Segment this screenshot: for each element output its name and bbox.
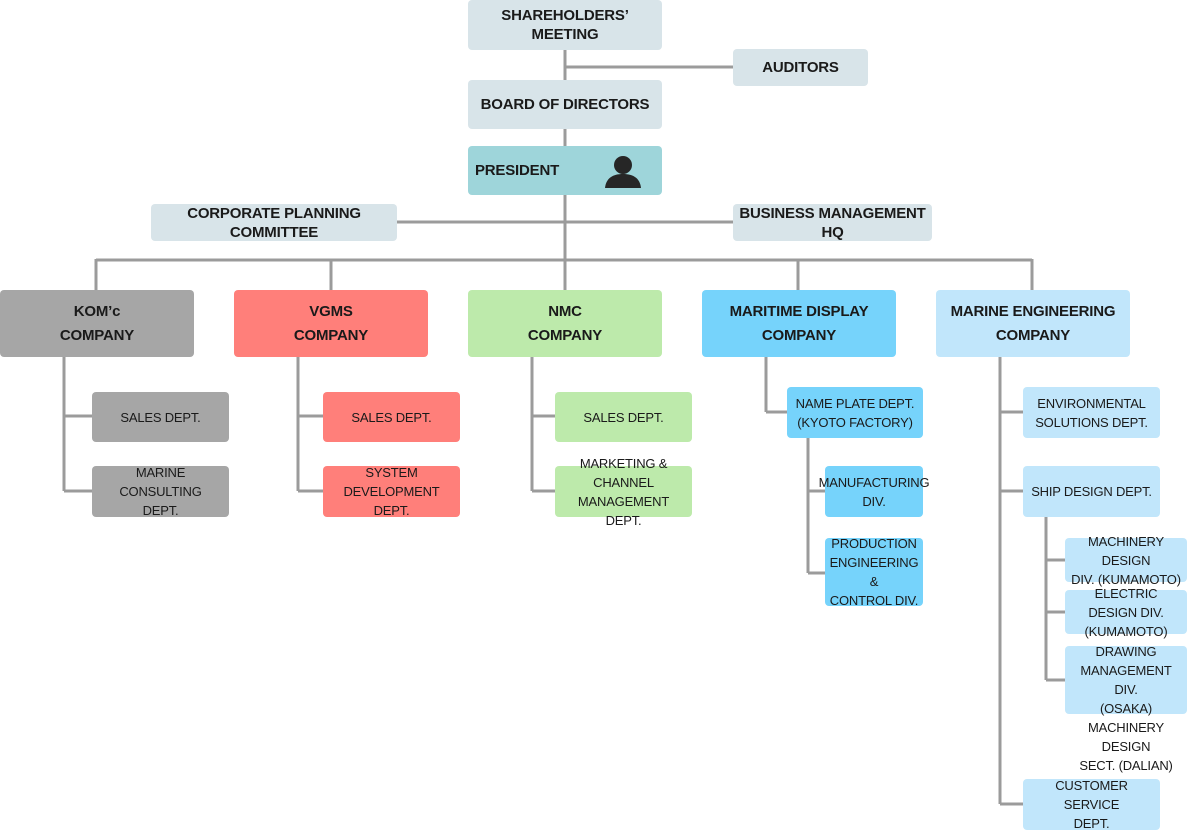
shareholders-meeting-box: SHAREHOLDERS’ MEETING (468, 0, 662, 50)
electric-design-div-box: ELECTRIC DESIGN DIV. (KUMAMOTO) (1065, 586, 1187, 639)
vgms-sales-dept-box: SALES DEPT. (323, 392, 460, 442)
machinery-design-div-box: MACHINERY DESIGN DIV. (KUMAMOTO) (1065, 534, 1187, 587)
vgms-company-box: VGMS COMPANY (234, 290, 428, 357)
name-plate-dept-box: NAME PLATE DEPT. (KYOTO FACTORY) (787, 387, 923, 438)
business-management-hq-box: BUSINESS MANAGEMENT HQ (733, 204, 932, 241)
person-silhouette-icon (605, 156, 641, 188)
environmental-solutions-dept-box: ENVIRONMENTAL SOLUTIONS DEPT. (1023, 387, 1160, 438)
ship-design-dept-box: SHIP DESIGN DEPT. (1023, 466, 1160, 517)
nmc-company-box: NMC COMPANY (468, 290, 662, 357)
production-engineering-div-box: PRODUCTION ENGINEERING & CONTROL DIV. (825, 536, 923, 608)
nmc-sales-dept-box: SALES DEPT. (555, 392, 692, 442)
customer-service-dept-box: CUSTOMER SERVICE DEPT. (1023, 778, 1160, 831)
president-box: PRESIDENT (468, 146, 662, 195)
nmc-marketing-channel-dept-box: MARKETING & CHANNEL MANAGEMENT DEPT. (555, 456, 692, 528)
corporate-planning-committee-box: CORPORATE PLANNING COMMITTEE (151, 204, 397, 241)
board-of-directors-box: BOARD OF DIRECTORS (468, 80, 662, 129)
president-label: PRESIDENT (475, 162, 560, 179)
machinery-design-sect-label: MACHINERY DESIGN SECT. (DALIAN) (1079, 719, 1173, 773)
drawing-management-div-box: DRAWING MANAGEMENT DIV. (OSAKA) (1065, 644, 1187, 716)
manufacturing-div-box: MANUFACTURING DIV. (819, 466, 930, 517)
kom-sales-dept-box: SALES DEPT. (92, 392, 229, 442)
kom-company-box: KOM’c COMPANY (0, 290, 194, 357)
vgms-system-development-dept-box: SYSTEM DEVELOPMENT DEPT. (323, 465, 460, 518)
auditors-box: AUDITORS (733, 49, 868, 86)
kom-marine-consulting-dept-box: MARINE CONSULTING DEPT. (92, 465, 229, 518)
marine-engineering-company-box: MARINE ENGINEERING COMPANY (936, 290, 1130, 357)
maritime-display-company-box: MARITIME DISPLAY COMPANY (702, 290, 896, 357)
